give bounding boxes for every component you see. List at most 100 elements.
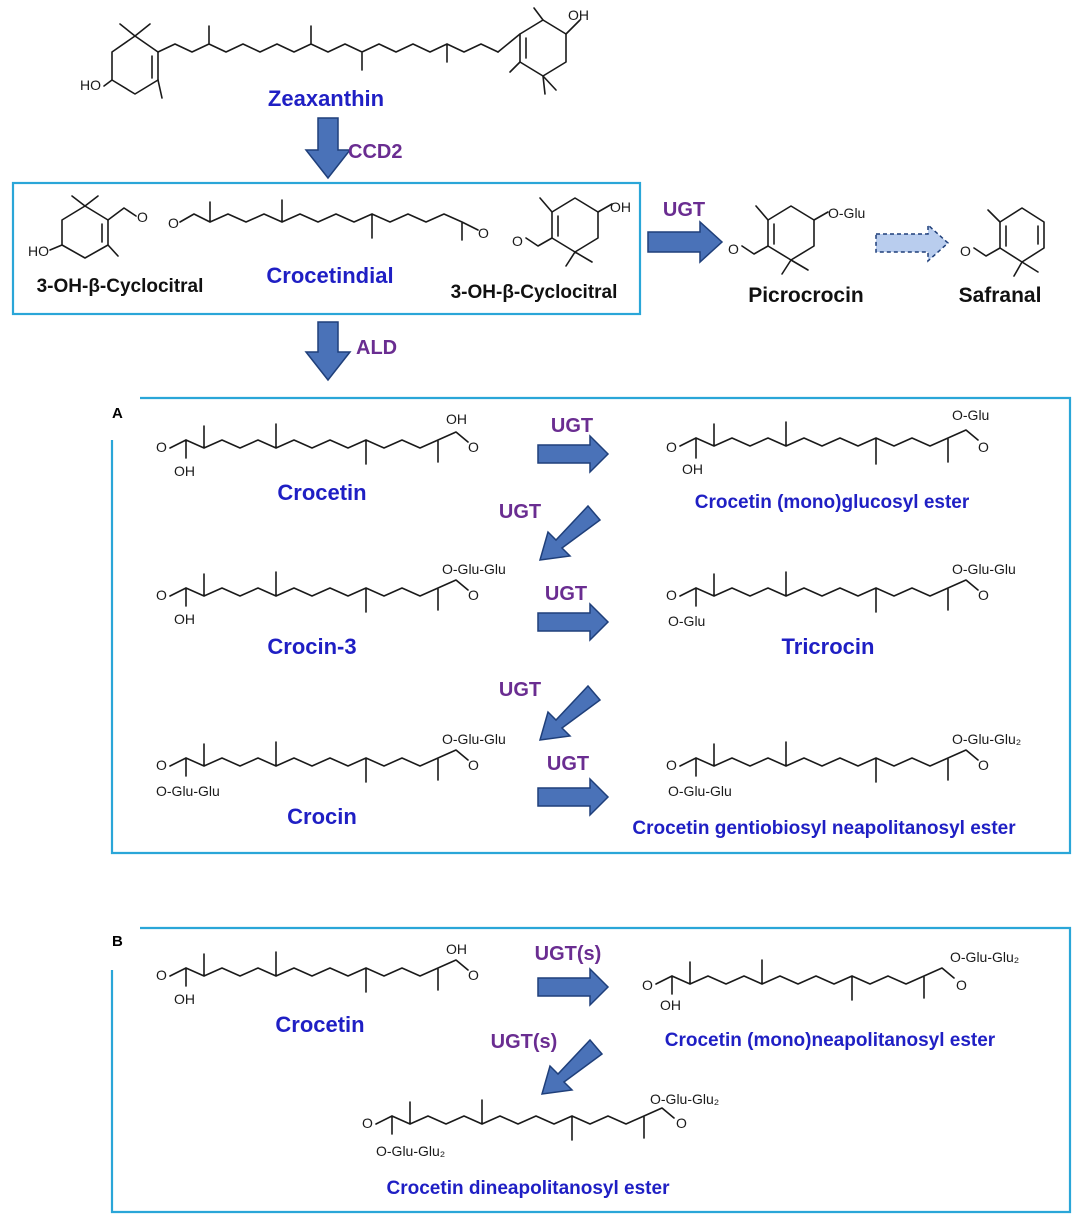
right-arrow-ugt-picrocrocin xyxy=(647,220,724,264)
picrocrocin-label: Picrocrocin xyxy=(748,284,864,307)
tricrocin-structure: O O-Glu O-Glu-Glu O xyxy=(666,561,1016,629)
cyclocitral-right-structure: O OH xyxy=(512,197,631,267)
o-glu-glu-label: O-Glu-Glu xyxy=(442,561,506,577)
oxygen-label: O xyxy=(642,977,653,993)
oxygen-label: O xyxy=(156,757,167,773)
oxygen-label: O xyxy=(512,233,523,249)
o-glu-glu-label: O-Glu-Glu xyxy=(668,783,732,799)
safranal-structure: O xyxy=(960,207,1045,277)
crocetin-gentiobiosyl-neapolitanosyl-label: Crocetin gentiobiosyl neapolitanosyl est… xyxy=(632,818,1016,839)
oxygen-label: O xyxy=(956,977,967,993)
enzyme-ugt-a1: UGT xyxy=(551,415,593,437)
zeaxanthin-structure: HO OH xyxy=(80,7,589,99)
enzyme-ugts-b2: UGT(s) xyxy=(491,1031,558,1053)
oxygen-label: O xyxy=(978,757,989,773)
oxygen-label: O xyxy=(676,1115,687,1131)
dashed-arrow-safranal xyxy=(875,223,950,263)
hydroxyl-label: HO xyxy=(28,243,49,259)
cyclocitral-left-structure: O HO xyxy=(28,195,148,259)
enzyme-ald: ALD xyxy=(356,337,397,359)
crocetin-gentiobiosyl-neapolitanosyl-structure: O O-Glu-Glu O-Glu-Glu₂ O xyxy=(666,731,1021,799)
crocetindial-label: Crocetindial xyxy=(266,263,393,288)
oxygen-label: O xyxy=(666,439,677,455)
o-glu-glu-label: O-Glu-Glu xyxy=(952,561,1016,577)
hydroxyl-label: OH xyxy=(174,611,195,627)
oxygen-label: O xyxy=(666,587,677,603)
oxygen-label: O xyxy=(156,439,167,455)
crocetin-a-label: Crocetin xyxy=(277,480,366,505)
hydroxyl-label: OH xyxy=(660,997,681,1013)
crocin-label: Crocin xyxy=(287,804,357,829)
right-arrow-ugt-a3 xyxy=(537,602,610,642)
crocin3-label: Crocin-3 xyxy=(267,634,356,659)
crocin3-structure: O OH O-Glu-Glu O xyxy=(156,561,506,627)
hydroxyl-label: OH xyxy=(446,941,467,957)
zeaxanthin-label: Zeaxanthin xyxy=(268,86,384,111)
diag-arrow-ugt-a2 xyxy=(538,504,602,561)
hydroxyl-label: HO xyxy=(80,77,101,93)
oxygen-label: O xyxy=(478,225,489,241)
diag-arrow-ugts-b2 xyxy=(540,1038,604,1095)
o-glu-glu2-label: O-Glu-Glu₂ xyxy=(376,1143,445,1159)
hydroxyl-label: OH xyxy=(446,411,467,427)
enzyme-ugt-a5: UGT xyxy=(547,753,589,775)
oxygen-label: O xyxy=(978,439,989,455)
hydroxyl-label: OH xyxy=(174,991,195,1007)
enzyme-ccd2: CCD2 xyxy=(348,141,402,163)
crocetin-mono-neapolitanosyl-label: Crocetin (mono)neapolitanosyl ester xyxy=(665,1030,996,1051)
o-glu-glu-label: O-Glu-Glu xyxy=(442,731,506,747)
oxygen-label: O xyxy=(728,241,739,257)
crocetin-dineapolitanosyl-structure: O O-Glu-Glu₂ O-Glu-Glu₂ O xyxy=(362,1091,719,1159)
oxygen-label: O xyxy=(156,967,167,983)
enzyme-ugts-b1: UGT(s) xyxy=(535,943,602,965)
oxygen-label: O xyxy=(666,757,677,773)
right-arrow-ugt-a5 xyxy=(537,777,610,817)
safranal-label: Safranal xyxy=(959,284,1042,307)
crocetin-monoglucosyl-label: Crocetin (mono)glucosyl ester xyxy=(695,492,970,513)
enzyme-ugt-a2: UGT xyxy=(499,501,541,523)
hydroxyl-label: OH xyxy=(568,7,589,23)
o-glu-glu2-label: O-Glu-Glu₂ xyxy=(650,1091,719,1107)
down-arrow-ccd2 xyxy=(304,117,352,180)
panel-b-label: B xyxy=(112,933,123,950)
picrocrocin-structure: O O-Glu xyxy=(728,205,865,275)
oxygen-label: O xyxy=(362,1115,373,1131)
oxygen-label: O xyxy=(468,587,479,603)
crocetin-monoglucosyl-structure: O OH O-Glu O xyxy=(666,407,989,477)
crocetin-b-label: Crocetin xyxy=(275,1012,364,1037)
o-glu-label: O-Glu xyxy=(668,613,705,629)
o-glu-glu2-label: O-Glu-Glu₂ xyxy=(950,949,1019,965)
crocetin-a-structure: O OH OH O xyxy=(156,411,479,479)
diag-arrow-ugt-a4 xyxy=(538,684,602,741)
enzyme-ugt-a4: UGT xyxy=(499,679,541,701)
oxygen-label: O xyxy=(468,439,479,455)
oxygen-label: O xyxy=(468,757,479,773)
down-arrow-ald xyxy=(304,321,352,382)
o-glu-label: O-Glu xyxy=(952,407,989,423)
oxygen-label: O xyxy=(468,967,479,983)
right-arrow-ugt-a1 xyxy=(537,434,610,474)
o-glu-glu2-label: O-Glu-Glu₂ xyxy=(952,731,1021,747)
panel-a-label: A xyxy=(112,405,123,422)
oxygen-label: O xyxy=(168,215,179,231)
oxygen-label: O xyxy=(156,587,167,603)
enzyme-ugt-a3: UGT xyxy=(545,583,587,605)
oxygen-label: O xyxy=(137,209,148,225)
hydroxyl-label: OH xyxy=(174,463,195,479)
cyclocitral-left-label: 3-OH-β-Cyclocitral xyxy=(37,276,204,297)
crocin-structure: O O-Glu-Glu O-Glu-Glu O xyxy=(156,731,506,799)
panel-a-box xyxy=(110,396,1072,855)
o-glu-glu-label: O-Glu-Glu xyxy=(156,783,220,799)
enzyme-ugt-picrocrocin: UGT xyxy=(663,199,705,221)
crocetin-b-structure: O OH OH O xyxy=(156,941,479,1007)
o-glu-label: O-Glu xyxy=(828,205,865,221)
cleavage-products-box xyxy=(11,181,642,316)
oxygen-label: O xyxy=(960,243,971,259)
crocetin-dineapolitanosyl-label: Crocetin dineapolitanosyl ester xyxy=(387,1178,671,1199)
hydroxyl-label: OH xyxy=(610,199,631,215)
right-arrow-ugts-b1 xyxy=(537,967,610,1007)
cyclocitral-right-label: 3-OH-β-Cyclocitral xyxy=(451,282,618,303)
crocetindial-structure: O O xyxy=(168,199,489,241)
tricrocin-label: Tricrocin xyxy=(782,634,875,659)
